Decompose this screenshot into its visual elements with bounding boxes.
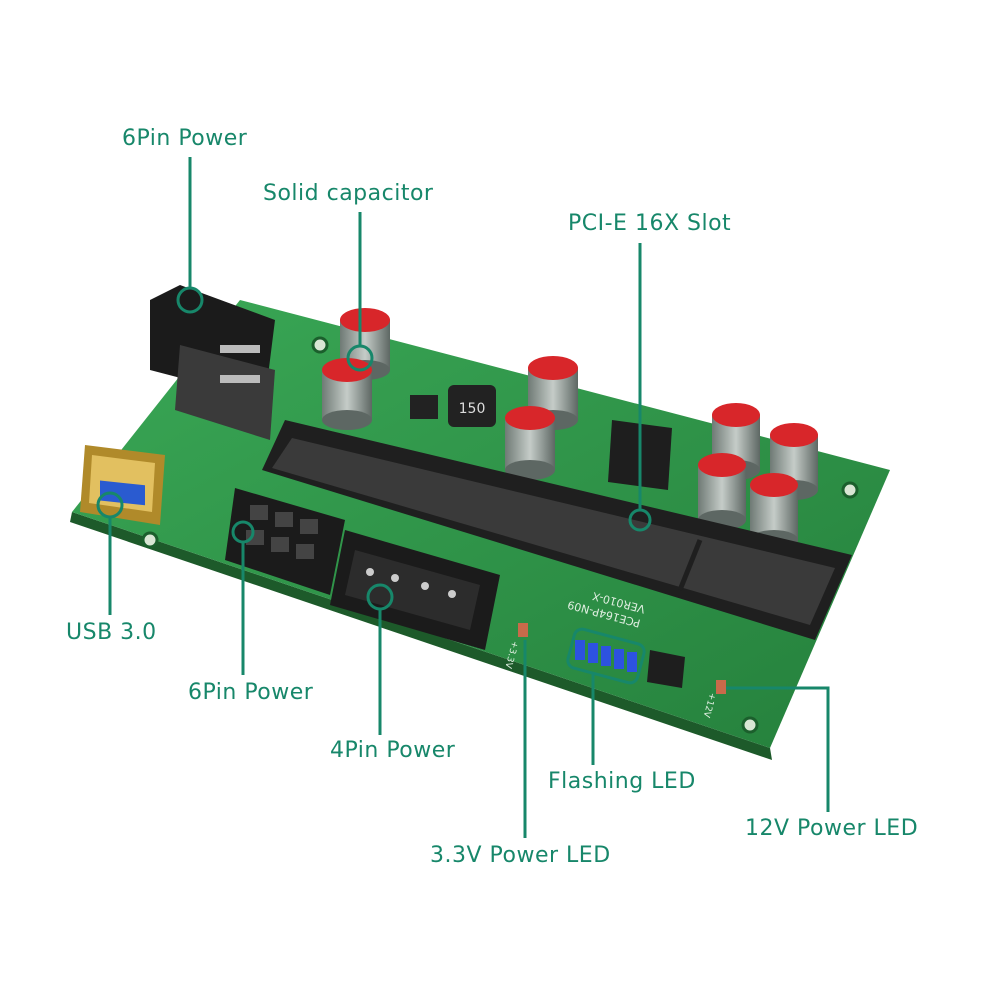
usb-port bbox=[80, 445, 165, 525]
label-flashing-led: Flashing LED bbox=[548, 769, 696, 794]
led-controller-chip bbox=[647, 650, 685, 688]
mount-holes bbox=[141, 336, 859, 734]
six-pin-connector-top bbox=[150, 285, 275, 440]
led-3v3 bbox=[518, 623, 528, 637]
leader-lines bbox=[96, 157, 830, 838]
label-six-pin-power-bottom: 6Pin Power bbox=[188, 680, 314, 705]
leader-12v-led bbox=[726, 686, 830, 812]
inductor bbox=[448, 385, 496, 427]
inductor-marking: 150 bbox=[459, 401, 486, 417]
label-12v-led: 12V Power LED bbox=[745, 816, 919, 841]
four-pin-molex-connector bbox=[330, 530, 500, 650]
flashing-leds bbox=[575, 640, 637, 672]
six-pin-connector-bottom bbox=[225, 488, 345, 595]
capacitors bbox=[322, 308, 818, 550]
chip bbox=[410, 395, 438, 419]
label-usb: USB 3.0 bbox=[66, 620, 157, 645]
label-four-pin-power: 4Pin Power bbox=[330, 738, 456, 763]
label-solid-capacitor: Solid capacitor bbox=[263, 181, 434, 206]
pcb-edge bbox=[70, 512, 772, 760]
label-3v3-led: 3.3V Power LED bbox=[430, 843, 611, 868]
label-pcie-slot: PCI-E 16X Slot bbox=[568, 211, 732, 236]
pcie-16x-slot bbox=[262, 420, 852, 640]
led-12v bbox=[716, 680, 726, 694]
label-six-pin-power-top: 6Pin Power bbox=[122, 126, 248, 151]
